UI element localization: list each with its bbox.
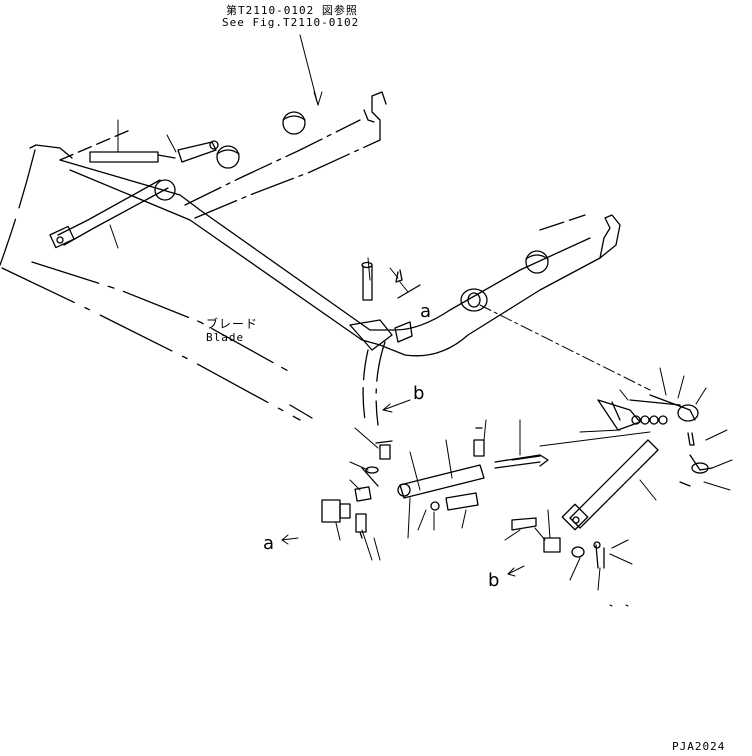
- trunnion-balls: [154, 111, 549, 312]
- drawing-code: PJA2024: [672, 740, 726, 753]
- leader-lines: [109, 34, 733, 607]
- center-joint: [349, 261, 421, 351]
- view-marker-a-upper: a: [420, 301, 433, 322]
- upper-cylinders: [49, 140, 219, 249]
- blade-label-ja: ブレード: [206, 317, 259, 331]
- view-marker-b-lower: b: [488, 570, 501, 591]
- reference-note-en: See Fig.T2110-0102: [222, 16, 360, 29]
- view-marker-b-upper: b: [413, 383, 426, 404]
- blade-label-en: Blade: [206, 331, 245, 344]
- lower-parts: [321, 394, 713, 569]
- u-frame: [59, 91, 621, 357]
- reference-note-ja: 第T2110-0102 図参照: [226, 4, 358, 17]
- view-marker-a-lower: a: [263, 533, 276, 554]
- blade: [0, 144, 386, 426]
